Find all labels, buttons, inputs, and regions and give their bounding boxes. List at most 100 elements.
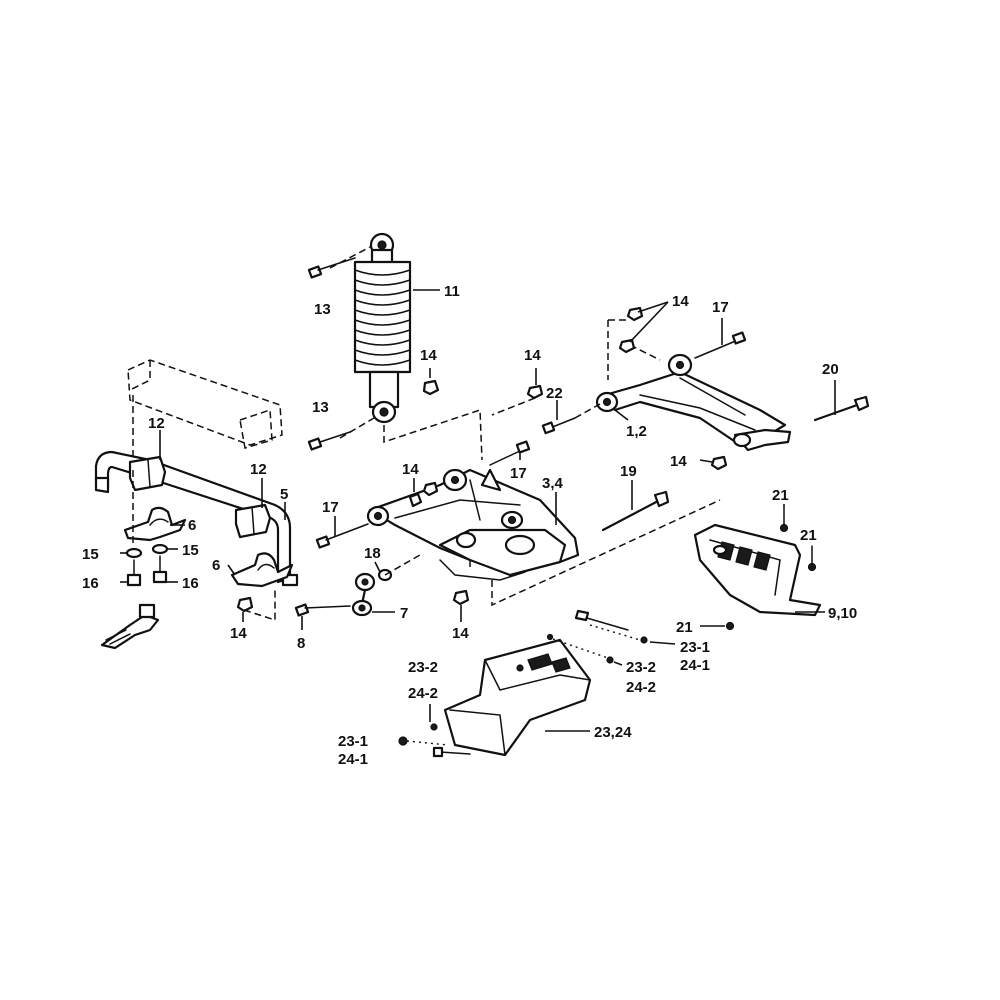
leader-lines xyxy=(120,289,836,732)
callout-24-2: 24-2 xyxy=(408,685,438,702)
bolt-13-lower xyxy=(307,417,375,451)
washer-15-right xyxy=(151,543,169,555)
callout-17: 17 xyxy=(712,299,729,316)
callout-1-2: 1,2 xyxy=(626,423,647,440)
callout-6: 6 xyxy=(188,517,196,534)
bolt-17-right xyxy=(489,440,531,466)
guard-plate xyxy=(443,638,592,757)
callout-labels: 13 11 14 13 14 17 20 14 22 1,2 14 12 12 … xyxy=(82,283,857,768)
callout-23-24: 23,24 xyxy=(594,724,632,741)
bolt-19 xyxy=(601,490,670,532)
callout-7: 7 xyxy=(400,605,408,622)
screw-241-bottom xyxy=(439,751,471,755)
callout-20: 20 xyxy=(822,361,839,378)
bolt-17-upper xyxy=(694,331,747,359)
shock-absorber xyxy=(353,232,412,424)
callout-24-1: 24-1 xyxy=(338,751,368,768)
callout-21: 21 xyxy=(800,527,817,544)
callout-23-2: 23-2 xyxy=(408,659,438,676)
callout-6: 6 xyxy=(212,557,220,574)
nut-14-bottom xyxy=(452,589,470,606)
callout-21: 21 xyxy=(676,619,693,636)
bracket-6-lower xyxy=(230,552,294,588)
callout-17: 17 xyxy=(322,499,339,516)
nut-14-stab xyxy=(236,596,254,613)
bolt-21-right xyxy=(807,545,817,572)
nut-14-lower-b xyxy=(422,481,439,497)
nut-14-top-line xyxy=(491,397,536,416)
callout-13: 13 xyxy=(312,399,329,416)
screw-line-c xyxy=(406,740,449,746)
bolt-8 xyxy=(294,603,351,617)
nut-14-upper-c xyxy=(710,455,728,471)
bushing-12-left xyxy=(128,455,167,492)
upper-arm-dash xyxy=(607,319,661,380)
callout-14: 14 xyxy=(230,625,247,642)
callout-5: 5 xyxy=(280,486,288,503)
screw-head-top xyxy=(574,609,590,622)
callout-17: 17 xyxy=(510,465,527,482)
washer-15-left xyxy=(125,547,143,559)
callout-11: 11 xyxy=(444,283,460,300)
screw-232-a xyxy=(546,633,554,641)
callout-14: 14 xyxy=(524,347,541,364)
callout-9-10: 9,10 xyxy=(828,605,857,622)
bolt-20 xyxy=(813,395,870,422)
callout-24-1: 24-1 xyxy=(680,657,710,674)
bolt-21-top xyxy=(779,505,789,533)
nut-14-upper-a xyxy=(626,306,644,322)
callout-19: 19 xyxy=(620,463,637,480)
callout-21: 21 xyxy=(772,487,789,504)
direction-arrow-icon xyxy=(100,603,160,650)
screw-line-a xyxy=(589,624,641,641)
nut-231-top xyxy=(640,636,648,644)
screw-231-top xyxy=(579,615,629,631)
callout-23-2: 23-2 xyxy=(626,659,656,676)
callout-23-1: 23-1 xyxy=(338,733,368,750)
callout-15: 15 xyxy=(82,546,99,563)
callout-15: 15 xyxy=(182,542,199,559)
bolt-21-bottom xyxy=(725,621,735,631)
link-rod-7 xyxy=(351,572,376,617)
callout-14: 14 xyxy=(670,453,687,470)
shock-mount-line xyxy=(383,408,483,461)
upper-a-arm xyxy=(595,353,792,452)
callout-18: 18 xyxy=(364,545,381,562)
callout-14: 14 xyxy=(402,461,419,478)
callout-12: 12 xyxy=(250,461,267,478)
callout-14: 14 xyxy=(452,625,469,642)
callout-8: 8 xyxy=(297,635,305,652)
nut-14-shock xyxy=(422,379,440,396)
screw-232-b xyxy=(606,656,614,664)
callout-14: 14 xyxy=(672,293,689,310)
callout-16: 16 xyxy=(82,575,99,592)
callout-14: 14 xyxy=(420,347,437,364)
nut-18 xyxy=(377,554,421,582)
bolt-22 xyxy=(541,403,601,435)
lower-arm-dash-b xyxy=(491,499,721,607)
nut-14-lower-a xyxy=(408,492,423,508)
screw-line-b xyxy=(552,638,609,659)
nut-231-bottom xyxy=(398,736,408,746)
callout-3-4: 3,4 xyxy=(542,475,564,492)
lower-arm-knuckle xyxy=(366,468,580,581)
bolt-16-left xyxy=(126,559,142,587)
nut-14-upper-b xyxy=(618,338,636,354)
frame-outline xyxy=(127,359,283,470)
screw-head-bottom xyxy=(432,746,444,758)
bolt-17-left xyxy=(315,523,369,549)
screw-232-c xyxy=(430,723,438,731)
bushing-12-right xyxy=(234,503,272,539)
callout-13: 13 xyxy=(314,301,331,318)
callout-12: 12 xyxy=(148,415,165,432)
stabilizer-bar xyxy=(94,450,299,587)
callout-23-1: 23-1 xyxy=(680,639,710,656)
bolt-16-right xyxy=(152,555,168,584)
callout-16: 16 xyxy=(182,575,199,592)
skid-plate xyxy=(693,523,822,617)
callout-24-2: 24-2 xyxy=(626,679,656,696)
bolt-13-upper xyxy=(307,246,371,279)
callout-22: 22 xyxy=(546,385,563,402)
